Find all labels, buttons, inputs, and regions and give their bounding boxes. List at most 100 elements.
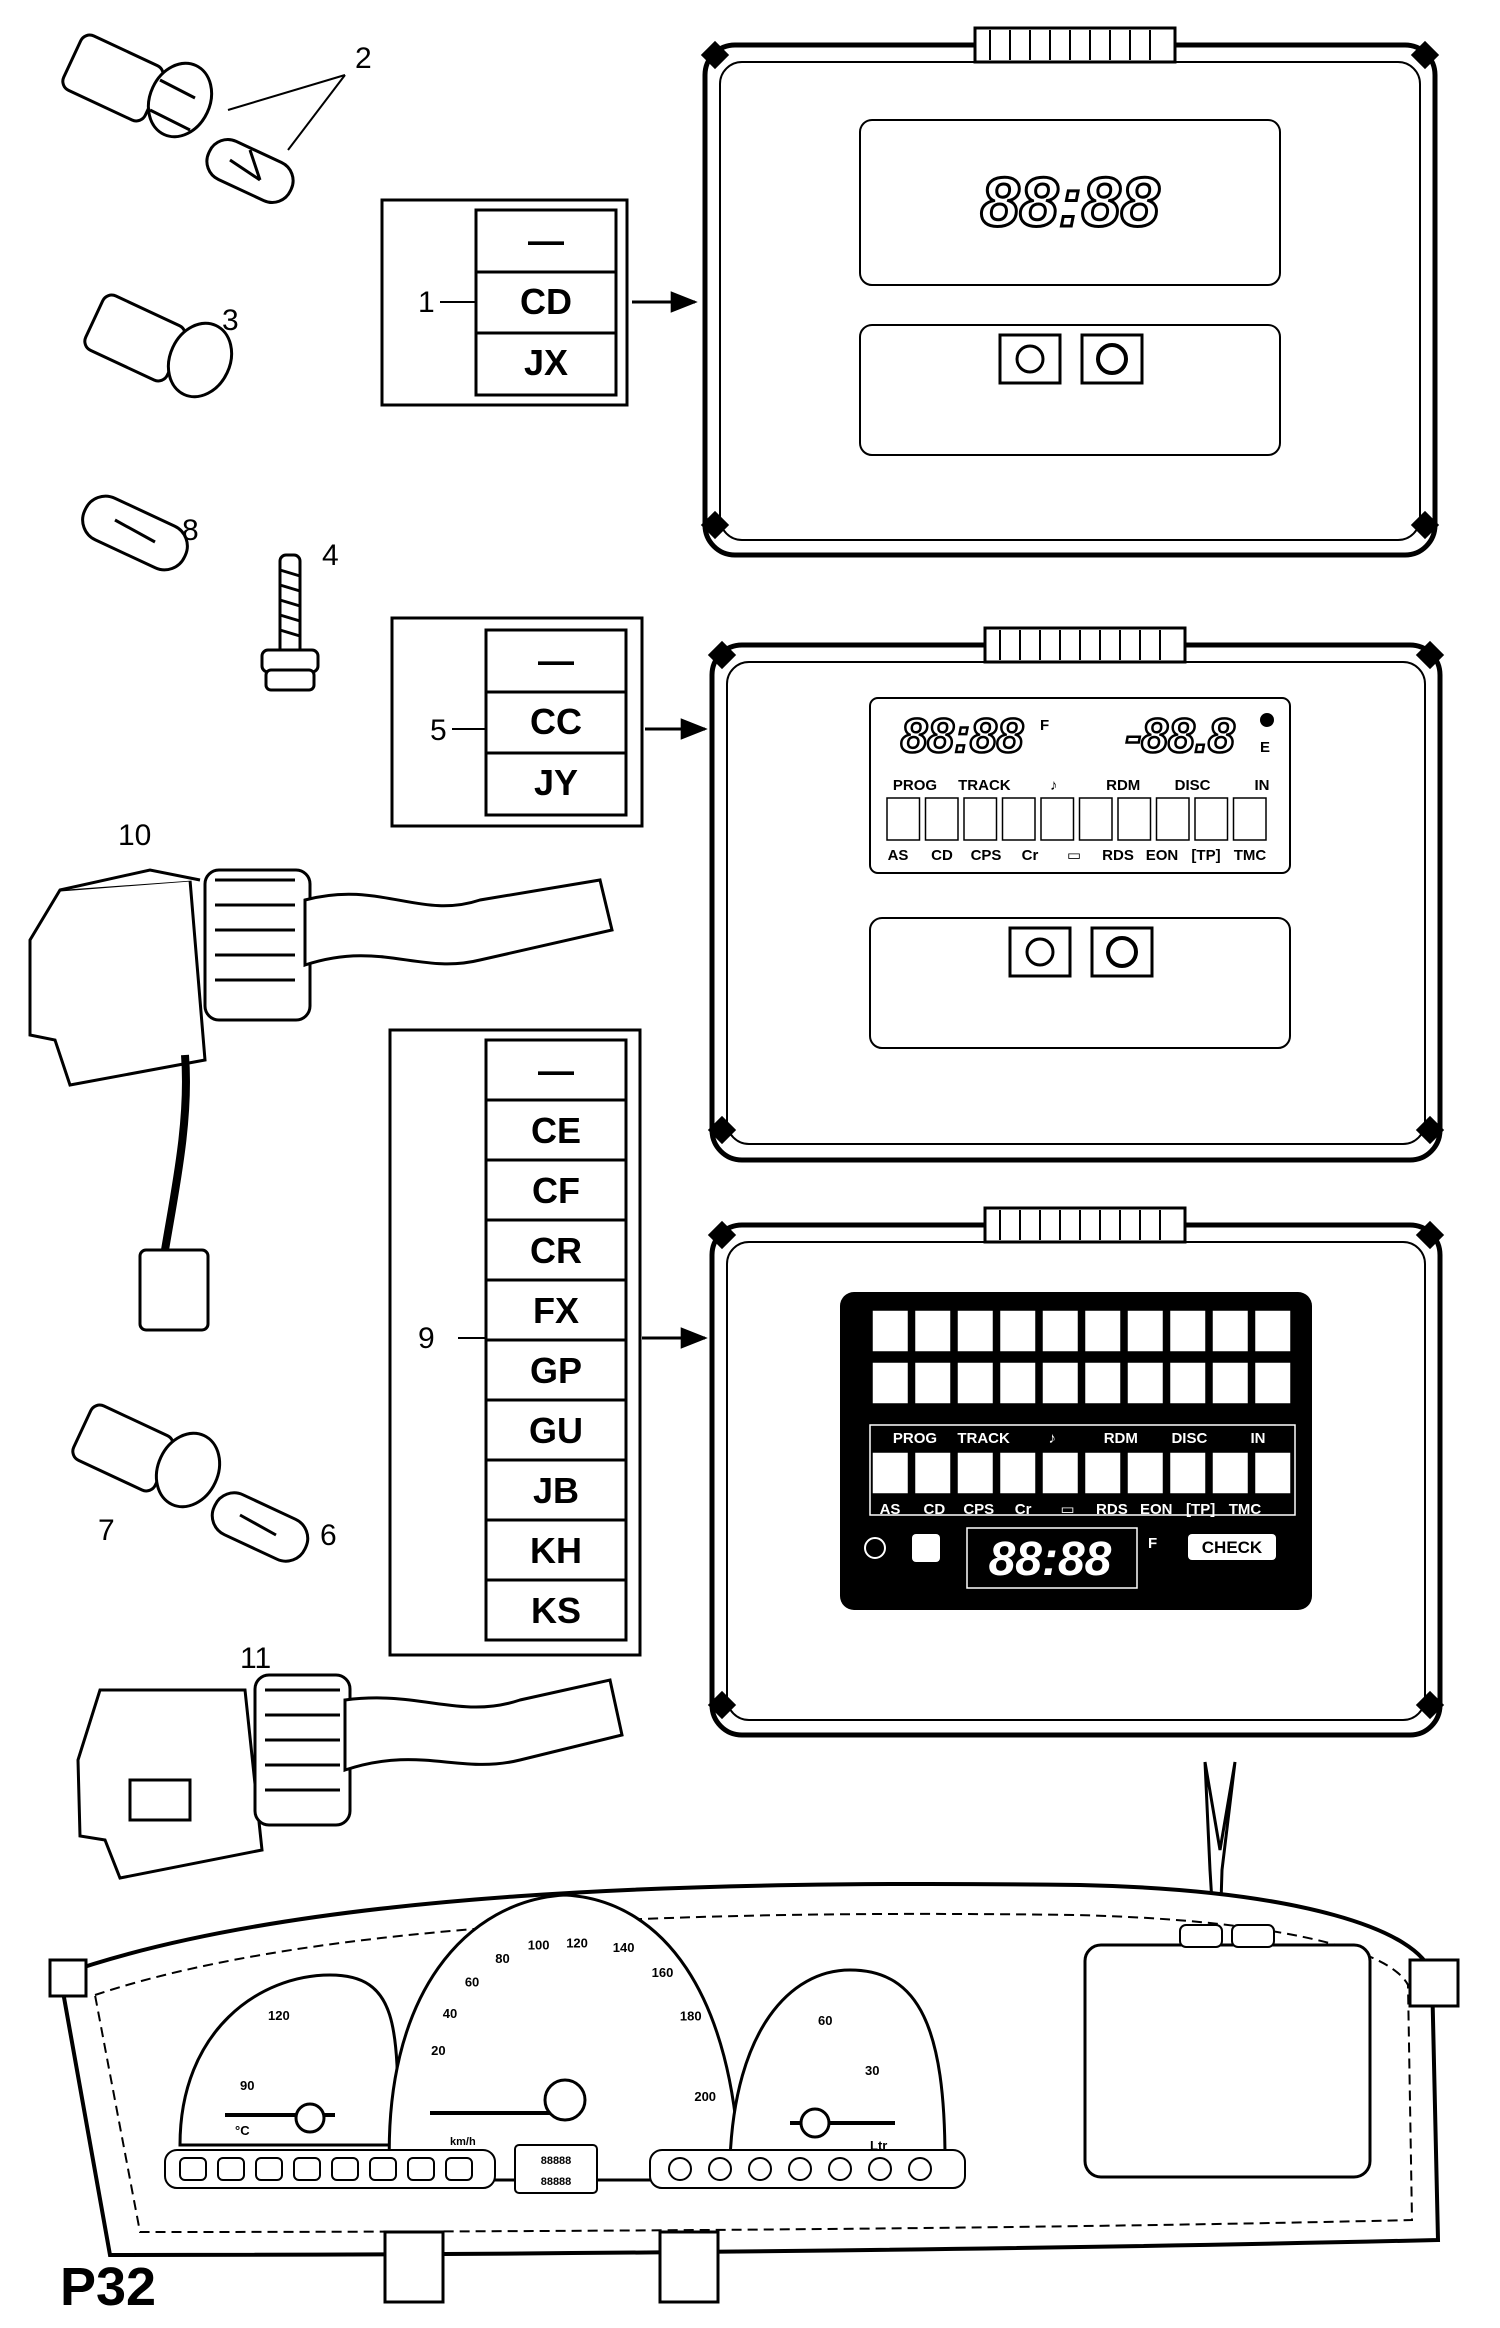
warning-light-icon — [788, 2157, 812, 2181]
speed-label: 120 — [566, 1935, 588, 1950]
lcd-segment — [956, 1309, 995, 1353]
bulb-icon — [205, 138, 295, 204]
temp-label: 90 — [240, 2078, 254, 2093]
lcd-segment — [871, 1309, 910, 1353]
code-box-1-item: — — [528, 220, 564, 261]
light-sensor-icon — [864, 1537, 886, 1559]
lcd-segment — [1041, 1361, 1080, 1405]
lcd-label: RDM — [1106, 777, 1140, 794]
lcd-segment — [1211, 1451, 1250, 1495]
warning-light-icon — [255, 2157, 283, 2181]
code-box-9-item: — — [538, 1050, 574, 1091]
lcd-label: RDS — [1096, 1501, 1128, 1518]
lcd-segment — [1126, 1309, 1165, 1353]
code-box-9-item: KH — [530, 1530, 582, 1571]
lcd-label: TRACK — [958, 777, 1011, 794]
tacho-label: 88888 — [541, 2176, 572, 2188]
display-3-clock: 88:88 — [989, 1533, 1112, 1586]
display-1-clock: 88:88 — [980, 163, 1159, 241]
code-box-9-item: CF — [532, 1170, 580, 1211]
warning-light-icon — [908, 2157, 932, 2181]
code-box-9-item: GP — [530, 1350, 582, 1391]
lcd-label: PROG — [893, 1430, 937, 1447]
display-3-clock-flag: F — [1148, 1535, 1157, 1552]
warning-light-icon — [668, 2157, 692, 2181]
bulb-icon — [81, 494, 189, 572]
lcd-segment — [913, 1361, 952, 1405]
lcd-segment — [913, 1309, 952, 1353]
arrow-icon — [1203, 1761, 1237, 2001]
display-2-segment-row — [886, 797, 1267, 841]
speed-label: 160 — [652, 1965, 674, 1980]
lcd-label: AS — [880, 1501, 901, 1518]
lcd-segment — [1232, 797, 1267, 841]
phone-icon — [912, 1534, 940, 1562]
lcd-segment — [1041, 1309, 1080, 1353]
callout-5: 5 — [430, 714, 447, 747]
speed-label: 60 — [465, 1975, 479, 1990]
callout-11: 11 — [240, 1642, 271, 1675]
lcd-label: RDS — [1102, 847, 1134, 864]
lcd-segment — [886, 797, 921, 841]
lcd-label: [TP] — [1186, 1501, 1215, 1518]
mode-icon — [1090, 926, 1154, 978]
lcd-segment — [1194, 797, 1229, 841]
tacho-label: 88888 — [541, 2155, 572, 2167]
lcd-label: TRACK — [957, 1430, 1010, 1447]
indicator-switch-icon — [76, 1673, 624, 1880]
warning-light-icon — [868, 2157, 892, 2181]
lcd-label: EON — [1140, 1501, 1173, 1518]
lcd-segment — [1078, 797, 1113, 841]
lcd-segment — [1126, 1451, 1165, 1495]
display-3-segment-row — [871, 1451, 1292, 1495]
lcd-label: [TP] — [1191, 847, 1220, 864]
display-unit-icon: 88:88 — [700, 26, 1440, 558]
speed-label: 80 — [495, 1951, 509, 1966]
warning-light-icon — [331, 2157, 359, 2181]
lcd-segment — [963, 797, 998, 841]
lcd-segment — [1253, 1309, 1292, 1353]
fuel-label: 60 — [818, 2013, 832, 2028]
code-box-9-item: CR — [530, 1230, 582, 1271]
lcd-segment — [1253, 1361, 1292, 1405]
lcd-label: CPS — [963, 1501, 994, 1518]
lcd-segment — [1155, 797, 1190, 841]
speed-label: 200 — [694, 2089, 716, 2104]
lcd-segment — [871, 1361, 910, 1405]
lcd-segment — [1083, 1451, 1122, 1495]
page-label: P32 — [60, 2257, 156, 2317]
callout-9: 9 — [418, 1322, 435, 1355]
lcd-segment — [956, 1361, 995, 1405]
brightness-icon — [998, 333, 1062, 385]
code-box-1-item: JX — [524, 342, 568, 383]
warning-light-icon — [217, 2157, 245, 2181]
lcd-segment — [998, 1451, 1037, 1495]
mode-icon — [1080, 333, 1144, 385]
code-box-5-item: CC — [530, 701, 582, 742]
lcd-label: ▭ — [1060, 1501, 1074, 1518]
bulb-holder-icon — [71, 1403, 222, 1509]
lcd-segment — [1168, 1451, 1207, 1495]
warning-light-icon — [293, 2157, 321, 2181]
code-box-9-item: GU — [529, 1410, 583, 1451]
warning-light-icon — [445, 2157, 473, 2181]
callout-1: 1 — [418, 286, 435, 319]
lcd-segment — [1126, 1361, 1165, 1405]
screw-icon — [260, 553, 320, 692]
display-3-segment-row — [871, 1309, 1292, 1353]
lcd-label: EON — [1146, 847, 1179, 864]
lcd-label: RDM — [1104, 1430, 1138, 1447]
display-2-freq: -88.8 — [1125, 710, 1235, 763]
speed-label: 20 — [431, 2043, 445, 2058]
lcd-label: ♪ — [1048, 1430, 1056, 1447]
lcd-label: Cr — [1022, 847, 1039, 864]
callout-4: 4 — [322, 539, 339, 572]
code-box-5-item: JY — [534, 762, 578, 803]
lcd-segment — [1083, 1361, 1122, 1405]
speed-unit: km/h — [450, 2136, 476, 2148]
code-box-9-item: KS — [531, 1590, 581, 1631]
lcd-segment — [1253, 1451, 1292, 1495]
